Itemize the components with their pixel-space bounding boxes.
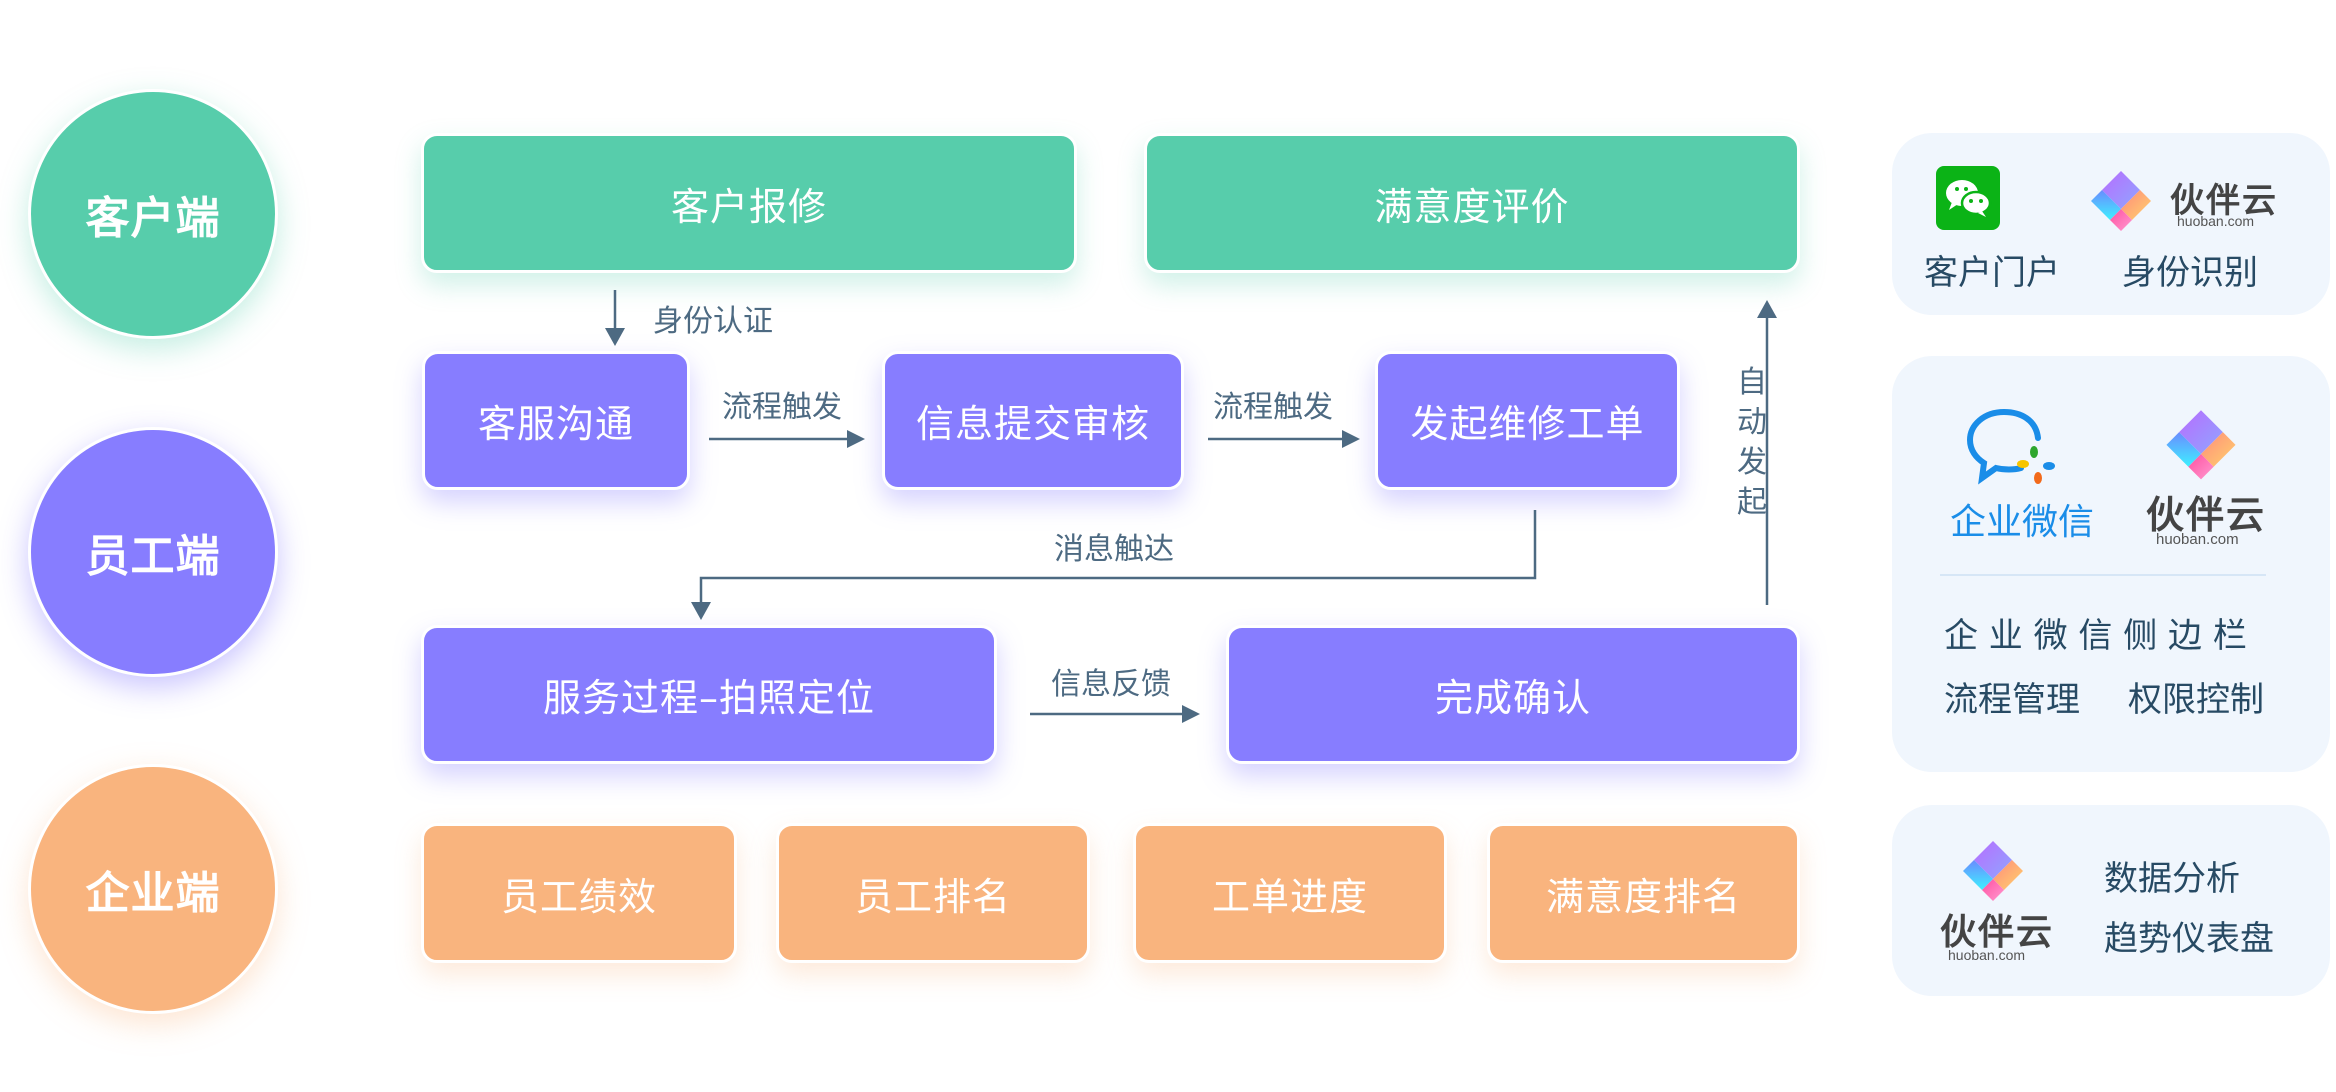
box-label: 员工绩效 [500,874,657,919]
panel-enterprise-platform: 伙伴云 huoban.com 数据分析 趋势仪表盘 [1892,805,2330,996]
box-label: 信息提交审核 [915,402,1150,446]
label-customer-portal: 客户门户 [1924,253,2060,293]
huoban-domain: huoban.com [2156,531,2239,548]
label-info-feedback: 信息反馈 [1051,667,1171,702]
role-label: 企业端 [85,868,221,919]
label-process-management: 流程管理 [1944,680,2080,720]
box-customer-repair[interactable]: 客户报修 [421,133,1077,273]
label-auto-launch: 自 动 发 起 [1735,363,1769,523]
box-info-submit-review[interactable]: 信息提交审核 [882,351,1184,490]
label-identity-recognition: 身份识别 [2122,253,2258,293]
label-char: 动 [1737,405,1767,440]
label-char: 自 [1737,365,1767,400]
huoban-logo-icon [2163,408,2239,484]
role-employee-circle: 员工端 [28,427,278,677]
box-label: 员工排名 [854,874,1011,919]
arrowhead-right [1182,705,1200,723]
role-label: 员工端 [85,531,221,582]
box-label: 工单进度 [1211,874,1368,919]
label-data-analysis: 数据分析 [2104,859,2240,899]
huoban-domain: huoban.com [2177,213,2255,229]
label-char: 发 [1737,445,1767,480]
box-label: 服务过程–拍照定位 [542,676,875,720]
label-identity-auth: 身份认证 [653,304,773,339]
box-label: 完成确认 [1434,676,1591,720]
box-customer-service[interactable]: 客服沟通 [422,351,690,490]
label-process-trigger-2: 流程触发 [1213,390,1333,425]
arrowhead-right [1342,430,1360,448]
label-char: 起 [1737,485,1767,520]
wechat-icon [1936,166,2000,230]
box-service-process[interactable]: 服务过程–拍照定位 [421,625,997,764]
box-satisfaction-rating[interactable]: 满意度评价 [1144,133,1800,273]
label-permission-control: 权限控制 [2128,680,2264,720]
box-label: 满意度评价 [1374,184,1570,229]
box-employee-ranking[interactable]: 员工排名 [776,823,1090,963]
box-satisfaction-ranking[interactable]: 满意度排名 [1487,823,1800,963]
box-label: 发起维修工单 [1410,402,1645,446]
huoban-logo-icon [2088,169,2154,235]
box-employee-performance[interactable]: 员工绩效 [421,823,737,963]
huoban-wordmark: 伙伴云 [2170,181,2278,221]
box-completion-confirm[interactable]: 完成确认 [1226,625,1800,764]
box-label: 客户报修 [670,184,827,229]
arrowhead-down [691,602,711,620]
panel-divider [1940,574,2266,576]
label-message-reach: 消息触达 [1054,532,1174,567]
arrowhead-down [605,328,625,346]
huoban-wordmark: 伙伴云 [2146,493,2267,537]
panel-employee-platform: 企业微信 伙伴云 huoban.com 企 业 微 信 侧 边 栏 流程管理 权… [1892,356,2330,772]
box-label: 客服沟通 [477,402,634,446]
huoban-domain: huoban.com [1948,947,2026,963]
box-work-order-progress[interactable]: 工单进度 [1133,823,1447,963]
role-enterprise-circle: 企业端 [28,764,278,1014]
box-create-work-order[interactable]: 发起维修工单 [1375,351,1680,490]
label-process-trigger-1: 流程触发 [722,390,842,425]
arrowhead-up [1757,300,1777,318]
box-label: 满意度排名 [1545,874,1741,919]
role-label: 客户端 [85,193,221,244]
panel-customer-platform: 伙伴云 huoban.com 客户门户 身份识别 [1892,133,2330,315]
label-wxwork-sidebar: 企 业 微 信 侧 边 栏 [1944,616,2247,656]
label-trend-dashboard: 趋势仪表盘 [2104,919,2274,959]
huoban-logo-icon [1960,839,2026,905]
huoban-wordmark: 伙伴云 [1940,912,2055,953]
arrowhead-right [847,430,865,448]
wxwork-icon [1966,408,2062,490]
role-customer-circle: 客户端 [28,89,278,339]
wxwork-wordmark: 企业微信 [1950,502,2095,543]
